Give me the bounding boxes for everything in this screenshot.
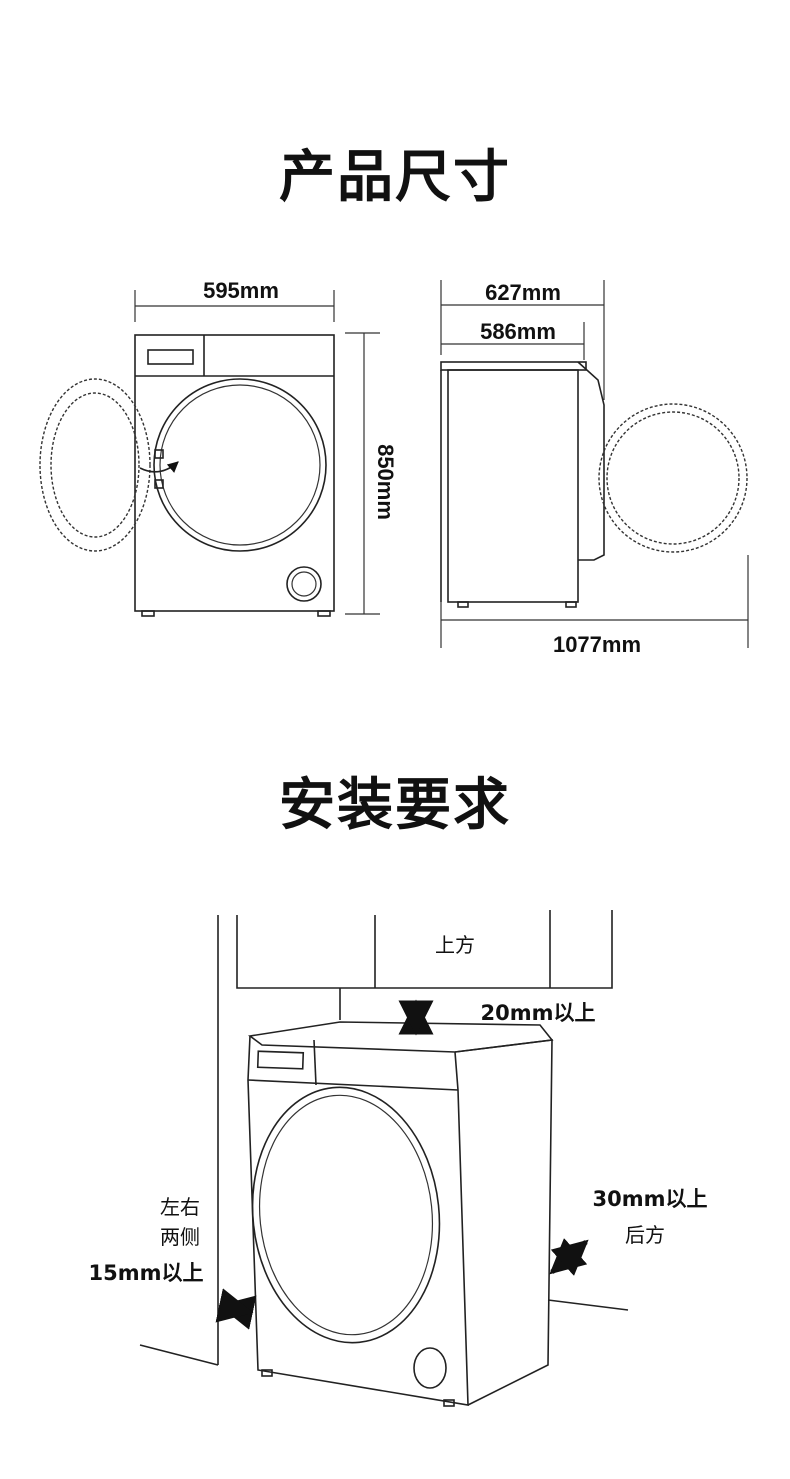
front-height-label: 850mm [373,444,398,520]
installation-view: 上方 20mm以上 左右 两侧 15mm以上 30mm以上 后 [89,910,708,1407]
side-depth-label: 627mm [485,280,561,305]
side-view: 627mm 586mm 1077mm [440,280,749,657]
front-width-label: 595mm [203,278,279,303]
section-title-installation: 安装要求 [279,773,511,838]
back-position-label: 后方 [625,1223,665,1247]
side-body-depth-label: 586mm [480,319,556,344]
top-position-label: 上方 [435,933,475,957]
sides-clearance-label: 15mm以上 [89,1261,204,1285]
sides-position-label-1: 左右 [160,1195,200,1219]
sides-position-label-2: 两侧 [160,1225,200,1249]
section-title-product-size: 产品尺寸 [279,145,511,210]
front-view: 595mm 850mm [39,278,398,617]
back-clearance-label: 30mm以上 [593,1187,708,1211]
top-clearance-label: 20mm以上 [481,1001,596,1025]
door-open-depth-label: 1077mm [553,632,641,657]
